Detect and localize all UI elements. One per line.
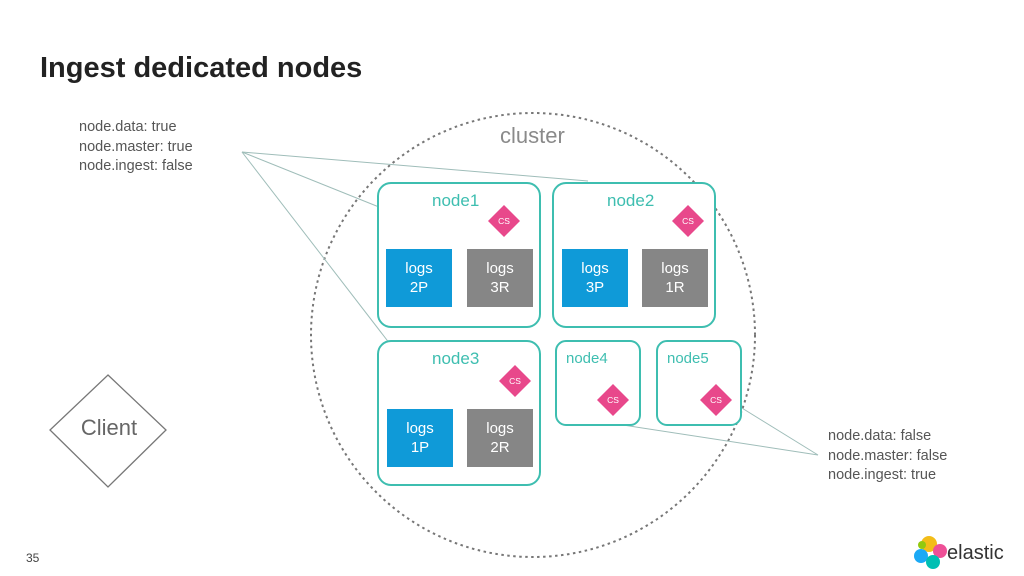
shard-index: logs [581, 260, 609, 277]
config-line: node.ingest: false [79, 158, 193, 174]
cs-badge: CS [488, 205, 520, 237]
connector-line [736, 404, 819, 456]
node-label: node1 [432, 191, 480, 210]
config-line: node.ingest: true [828, 467, 937, 483]
cs-badge: CS [499, 365, 531, 397]
shard-id: 1P [410, 439, 430, 456]
node-box-node2: node2 CS logs 3P logs 1R [552, 182, 716, 328]
config-block-ingest-nodes: node.data: false node.master: false node… [828, 427, 947, 486]
cs-diamond-icon [700, 384, 732, 416]
config-block-data-nodes: node.data: true node.master: true node.i… [79, 118, 193, 177]
client-diamond [49, 374, 167, 488]
shard-id: 3R [490, 279, 510, 296]
shard-logs-2p: logs 2P [386, 249, 452, 307]
cs-badge: CS [672, 205, 704, 237]
node-label: node2 [607, 191, 655, 210]
shard-logs-1r: logs 1R [642, 249, 708, 307]
node-label: node3 [432, 349, 480, 368]
shard-id: 2R [490, 439, 510, 456]
cs-diamond-icon [488, 205, 520, 237]
cs-badge-label: CS [682, 216, 694, 226]
slide-title: Ingest dedicated nodes [40, 52, 363, 84]
cs-diamond-icon [597, 384, 629, 416]
node-box-node4: node4 CS [555, 340, 641, 426]
cs-badge-label: CS [607, 395, 619, 405]
connector-line [241, 151, 380, 208]
config-line: node.master: false [828, 447, 948, 464]
cs-badge-label: CS [509, 376, 521, 386]
shard-index: logs [486, 260, 514, 277]
cs-badge: CS [597, 384, 629, 416]
cs-badge-label: CS [498, 216, 510, 226]
cs-diamond-icon [672, 205, 704, 237]
shard-id: 3P [585, 279, 605, 296]
node-label: node4 [566, 350, 608, 367]
shard-index: logs [661, 260, 689, 277]
shard-id: 1R [665, 279, 685, 296]
node-box-node3: node3 CS logs 1P logs 2R [377, 340, 541, 486]
config-line: node.data: true [79, 119, 177, 135]
client-label: Client [80, 415, 138, 440]
cs-diamond-icon [499, 365, 531, 397]
brand-name: elastic [947, 542, 1004, 564]
cluster-boundary [310, 112, 756, 558]
node-box-node5: node5 CS [656, 340, 742, 426]
connector-line [622, 424, 819, 456]
page-number: 35 [26, 551, 40, 565]
cluster-label: cluster [500, 123, 565, 148]
connector-line [241, 151, 589, 182]
elastic-logo-icon [914, 536, 947, 569]
cs-badge: CS [700, 384, 732, 416]
cs-badge-label: CS [710, 395, 722, 405]
shard-logs-1p: logs 1P [387, 409, 453, 467]
node-label: node5 [667, 350, 709, 367]
shard-logs-2r: logs 2R [467, 409, 533, 467]
connector-line [241, 151, 391, 345]
shard-index: logs [405, 260, 433, 277]
node-box-node1: node1 CS logs 2P logs 3R [377, 182, 541, 328]
config-line: node.data: false [828, 428, 932, 444]
shard-index: logs [406, 420, 434, 437]
shard-id: 2P [409, 279, 429, 296]
shard-logs-3r: logs 3R [467, 249, 533, 307]
config-line: node.master: true [79, 138, 193, 155]
shard-logs-3p: logs 3P [562, 249, 628, 307]
shard-index: logs [486, 420, 514, 437]
